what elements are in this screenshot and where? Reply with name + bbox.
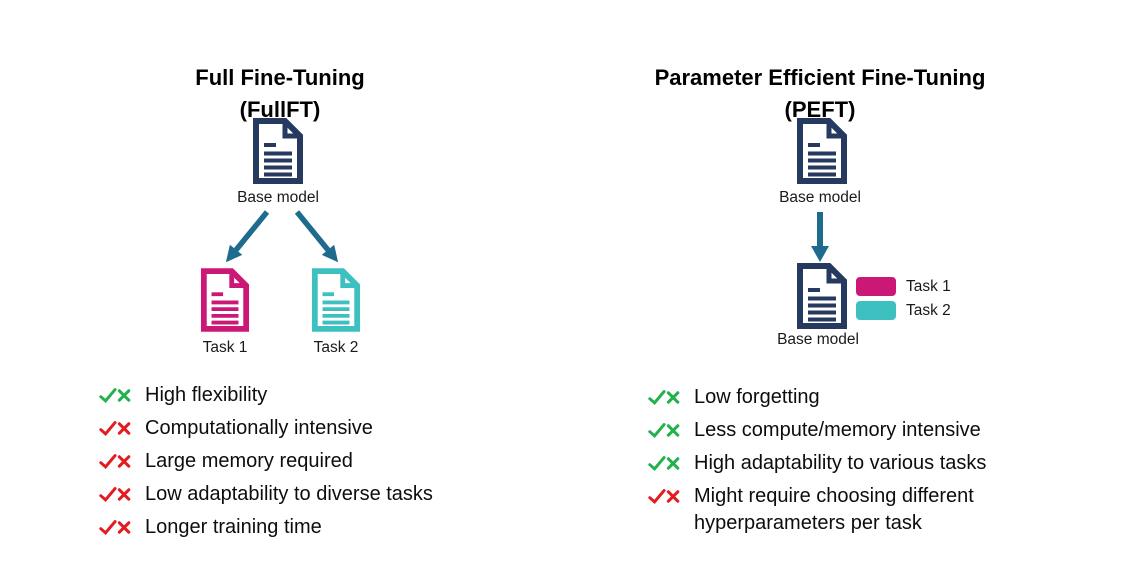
task2-label: Task 2 [313,339,359,356]
task2-swatch [856,301,896,320]
document-icon [252,118,304,184]
cross-icon [99,481,131,508]
task1-label: Task 1 [202,339,248,356]
list-item: Low forgetting [648,384,820,411]
cross-icon [99,415,131,442]
fullft-title-line1: Full Fine-Tuning [195,65,365,91]
peft-pros-cons-list: Low forgetting Less compute/memory inten… [648,384,1088,543]
list-item-text: High flexibility [145,384,268,406]
cross-icon [99,514,131,541]
base-model-label: Base model [237,189,319,206]
list-item: Large memory required [99,448,353,475]
list-item-text: Longer training time [145,516,322,538]
list-item-text: Might require choosing different hyperpa… [694,485,974,534]
list-item: Might require choosing different hyperpa… [648,483,1039,537]
list-item: Low adaptability to diverse tasks [99,481,433,508]
cross-icon [99,448,131,475]
base-model-label-bottom: Base model [777,331,859,348]
list-item: High flexibility [99,382,267,409]
peft-title-line1: Parameter Efficient Fine-Tuning [654,65,986,91]
document-icon [200,268,250,332]
task2-legend-label: Task 2 [906,302,951,319]
list-item-text: Large memory required [145,450,353,472]
check-icon [648,417,680,444]
arrow-icon [225,210,339,263]
list-item: Longer training time [99,514,322,541]
task1-swatch [856,277,896,296]
document-icon [311,268,361,332]
document-icon [796,263,848,329]
list-item: Computationally intensive [99,415,373,442]
peft-title: Parameter Efficient Fine-Tuning (PEFT) [620,62,1020,126]
list-item: Less compute/memory intensive [648,417,981,444]
arrow-icon [811,212,829,262]
check-icon [99,382,131,409]
list-item-text: Computationally intensive [145,417,373,439]
check-icon [648,384,680,411]
list-item-text: Low adaptability to diverse tasks [145,483,433,505]
base-model-label-top: Base model [779,189,861,206]
document-icon [796,118,848,184]
task1-legend-label: Task 1 [906,278,951,295]
list-item-text: Low forgetting [694,386,820,408]
fullft-pros-cons-list: High flexibility Computationally intensi… [99,382,539,547]
list-item: High adaptability to various tasks [648,450,986,477]
check-icon [648,450,680,477]
cross-icon [648,483,680,510]
fullft-title: Full Fine-Tuning (FullFT) [100,62,460,126]
list-item-text: Less compute/memory intensive [694,419,981,441]
list-item-text: High adaptability to various tasks [694,452,987,474]
